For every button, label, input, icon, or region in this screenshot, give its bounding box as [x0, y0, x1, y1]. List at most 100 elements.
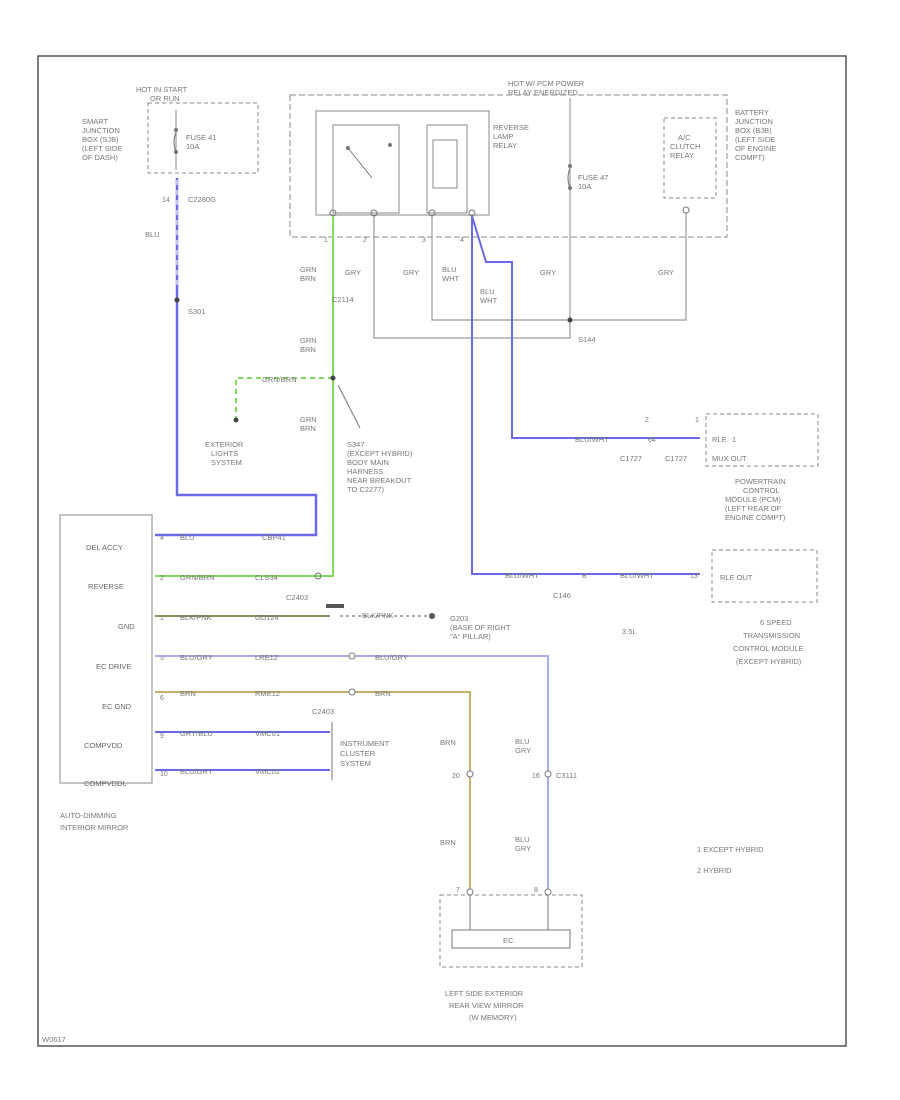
wire-bluwht-label-1b: WHT [442, 274, 459, 283]
wire-label-brn-2: BRN [375, 689, 391, 698]
legend-hybrid: 2 HYBRID [697, 866, 732, 875]
circuit-lre12: LRE12 [255, 653, 278, 662]
pcm-label-3: MODULE (PCM) [725, 495, 781, 504]
mirror-pin-gnd: GND [118, 622, 135, 631]
relay-pin-3: 3 [422, 237, 426, 244]
wire-label-grnbrn: GRN/BRN [180, 573, 215, 582]
mirror-pin-num-5: 5 [160, 655, 164, 662]
pcm-label-5: ENGINE COMPT) [725, 513, 786, 522]
connector-c3111-label: C3111 [556, 771, 577, 780]
legend-except-hybrid: 1 EXCEPT HYBRID [697, 845, 764, 854]
instrument-cluster-label-2: CLUSTER [340, 749, 376, 758]
ground-g203-icon [429, 613, 435, 619]
sjb-label-3: BOX (SJB) [82, 135, 119, 144]
mirror-pin-num-6: 6 [160, 695, 164, 702]
wire-brn-v-label-1: BRN [440, 738, 456, 747]
connector-c146-label: C146 [553, 591, 571, 600]
engine-3-5l-label: 3.5L [622, 627, 637, 636]
wire-label-blkpnk: BLK/PNK [180, 613, 212, 622]
bjb-label-6: COMPT) [735, 153, 765, 162]
relay-pin-4: 4 [460, 237, 464, 244]
wire-gry-label-1: GRY [345, 268, 361, 277]
figure-code: W0617 [42, 1035, 66, 1044]
sjb-label-4: (LEFT SIDE [82, 144, 122, 153]
wire-gry-2 [431, 213, 687, 321]
tcm-label-2: TRANSMISSION [743, 631, 800, 640]
wire-grnbrn-label-3b: BRN [300, 424, 316, 433]
wire-grnbrn-label-2b: BRN [300, 345, 316, 354]
reverse-relay-label-1: REVERSE [493, 123, 529, 132]
bjb-label-2: JUNCTION [735, 117, 773, 126]
fuse-47-amp: 10A [578, 182, 591, 191]
exterior-lights-label-2: LIGHTS [211, 449, 238, 458]
sjb-label-2: JUNCTION [82, 126, 120, 135]
wire-gry-label-4: GRY [658, 268, 674, 277]
circuit-gd124: GD124 [255, 613, 279, 622]
splice-s347-dot [330, 375, 336, 381]
g203-wire-label: BLK/PNK [362, 611, 394, 620]
wire-label-brn: BRN [180, 689, 196, 698]
wire-blugry-v-label-2a: BLU [515, 835, 530, 844]
circuit-vmc01: VMC01 [255, 729, 280, 738]
bjb-label-3: BOX (BJB) [735, 126, 772, 135]
exterior-lights-label-1: EXTERIOR [205, 440, 244, 449]
mirror-pin-num-9: 9 [160, 733, 164, 740]
auto-dimming-interior-mirror: DEL ACCY REVERSE GND EC DRIVE EC GND COM… [59, 514, 153, 832]
bjb-label-4: (LEFT SIDE [735, 135, 775, 144]
s347-label-2: (EXCEPT HYBRID) [347, 449, 413, 458]
wire-label-gryblu: GRY/BLU [180, 729, 213, 738]
tcm-label-3: CONTROL MODULE [733, 644, 804, 653]
tcm-label-1: 6 SPEED [760, 618, 792, 627]
c1727-pin-1: 1 [695, 417, 699, 424]
wire-bluwht-label-2b: WHT [480, 296, 497, 305]
pcm-label-4: (LEFT REAR OF [725, 504, 782, 513]
connector-c1727a: C1727 [620, 454, 642, 463]
wire-bluwht-h-label-1: BLU/WHT [575, 435, 609, 444]
mirror-pin-ec-drive: EC DRIVE [96, 662, 131, 671]
fuse-icon [173, 131, 177, 153]
mirror-pin-ec-gnd: EC GND [102, 702, 132, 711]
wire-blugry-v-label-1a: BLU [515, 737, 530, 746]
wire-label-blu: BLU [180, 533, 195, 542]
bjb-label-5: OF ENGINE [735, 144, 776, 153]
sjb-label-5: OF DASH) [82, 153, 118, 162]
pin-64-label: 64 [648, 437, 656, 444]
relay-switch-icon [347, 147, 373, 179]
mirror-pin-num-1: 1 [160, 615, 164, 622]
tcm-connector-box [711, 549, 818, 603]
or-run-label: OR RUN [150, 94, 180, 103]
circuit-cbp41: CBP41 [262, 533, 286, 542]
connector-c2114-label: C2114 [332, 295, 354, 304]
wire-label-blugry-ec-2: BLU/GRY [375, 653, 408, 662]
rle-out-label: RLE OUT [720, 573, 753, 582]
mirror-pin-delaccy: DEL ACCY [86, 543, 123, 552]
mirror-title-1: AUTO-DIMMING [60, 811, 117, 820]
g203-label-1: G203 [450, 614, 468, 623]
circuit-rme12: RME12 [255, 689, 280, 698]
wire-gry-label-2: GRY [403, 268, 419, 277]
hot-with-power-label: HOT W/ PCM POWER [508, 79, 585, 88]
reverse-relay-label-2: LAMP [493, 132, 513, 141]
wire-label-blugry: BLU/GRY [180, 767, 213, 776]
wire-grnbrn-label-3a: GRN [300, 415, 317, 424]
pcm-label-1: POWERTRAIN [735, 477, 786, 486]
left-mirror-label-2: REAR VIEW MIRROR [449, 1001, 524, 1010]
s347-label-4: HARNESS [347, 467, 383, 476]
mirror-pin-compvdd: COMPVDD [84, 741, 123, 750]
fuse-47-icon [567, 167, 571, 189]
left-mirror-label-3: (W MEMORY) [469, 1013, 517, 1022]
circuit-cls34: CLS34 [255, 573, 278, 582]
mirror-pin-num-2: 2 [160, 575, 164, 582]
sjb-label-1: SMART [82, 117, 109, 126]
c1727-pin-2: 2 [645, 417, 649, 424]
wire-bluwht-label-1a: BLU [442, 265, 457, 274]
relay-energized-label: RELAY ENERGIZED [508, 88, 578, 97]
pcm-connector-box [705, 413, 819, 467]
wire-grnbrn-label-2a: GRN [300, 336, 317, 345]
wire-grnbrn-label-1b: BRN [300, 274, 316, 283]
tcm-label-4: (EXCEPT HYBRID) [736, 657, 802, 666]
ec-element-icon [451, 929, 571, 949]
pin-16-label: 16 [532, 773, 540, 780]
wire-blugry-ec-drive [155, 655, 549, 890]
